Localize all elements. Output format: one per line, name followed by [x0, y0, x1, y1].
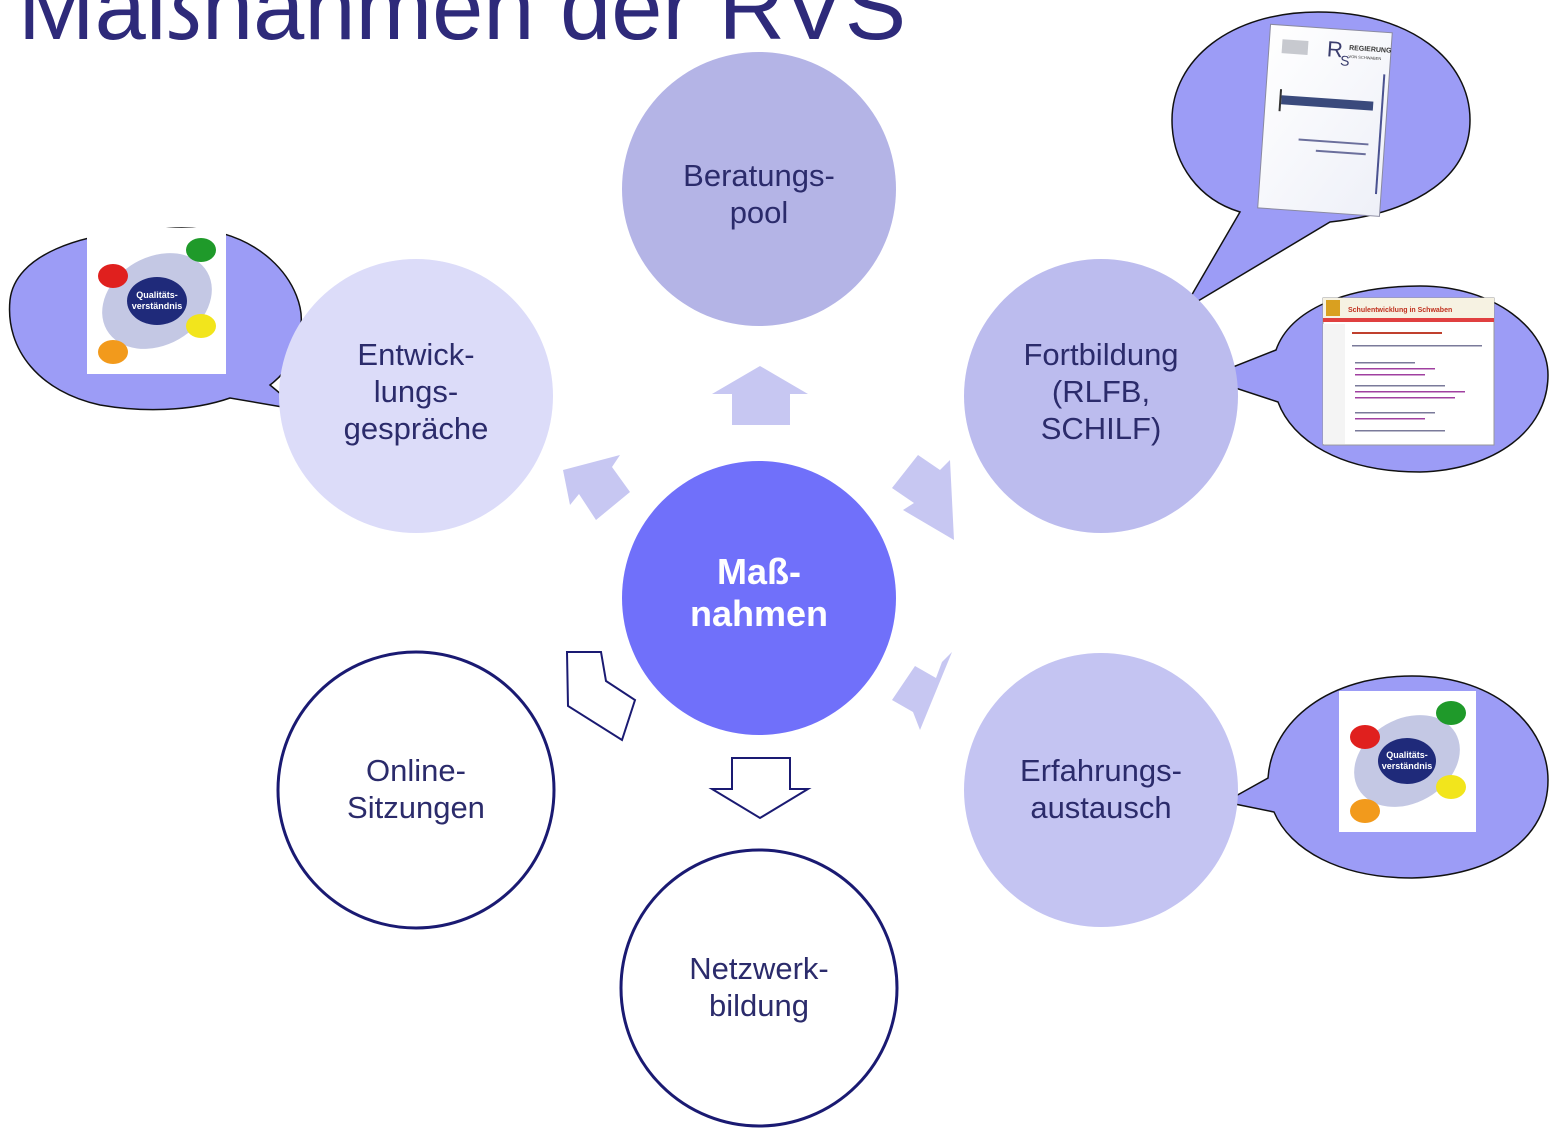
- website-text-line: [1355, 362, 1415, 364]
- website-sidebar: [1323, 324, 1345, 444]
- website-text-line: [1355, 391, 1465, 393]
- quality-label-2: verständnis: [1382, 761, 1433, 771]
- quality-label-2: verständnis: [132, 301, 183, 311]
- callout-fortbildung-document: R S REGIERUNG VON SCHWABEN: [1171, 11, 1471, 311]
- document-logo-line1: REGIERUNG: [1349, 45, 1392, 55]
- document-logo-s: S: [1340, 52, 1350, 69]
- node-entwicklung-line1: Entwick-: [357, 337, 474, 372]
- document-title-bar: [1281, 95, 1374, 111]
- quality-label-1: Qualitäts-: [136, 290, 178, 300]
- quality-core: [1378, 738, 1436, 784]
- node-beratungspool-line1: Beratungs-: [683, 158, 835, 193]
- website-text-line: [1355, 385, 1445, 387]
- node-erfahrungsaustausch: [964, 653, 1238, 927]
- node-netzwerk-line1: Netzwerk-: [689, 951, 829, 986]
- node-fortbildung-line3: SCHILF): [1041, 411, 1162, 446]
- website-text-line: [1355, 374, 1425, 376]
- document-page: [1257, 23, 1393, 217]
- node-fortbildung-line1: Fortbildung: [1023, 337, 1178, 372]
- quality-graphic-left: Qualitäts- verständnis: [87, 228, 226, 374]
- document-side-bar: [1374, 74, 1386, 195]
- website-text-line: [1355, 418, 1425, 420]
- node-online-line2: Sitzungen: [347, 790, 485, 825]
- green-ball-icon: [186, 238, 216, 262]
- website-text-line: [1355, 430, 1445, 432]
- arrow-down: [708, 757, 812, 820]
- website-text-line: [1355, 368, 1435, 370]
- arrow-lower-left: [565, 651, 637, 742]
- node-beratungspool: [622, 52, 896, 326]
- website-text-line: [1352, 332, 1442, 334]
- node-entwicklungsgespraeche: [279, 259, 553, 533]
- node-center-line1: Maß-: [717, 551, 801, 592]
- quality-core: [127, 277, 187, 325]
- node-online-line1: Online-: [366, 753, 466, 788]
- node-entwicklung-line2: lungs-: [374, 374, 458, 409]
- website-crest-icon: [1326, 300, 1340, 316]
- node-netzwerkbildung: [619, 848, 899, 1128]
- orange-ball-icon: [98, 340, 128, 364]
- website-page: [1322, 297, 1495, 446]
- red-ball-icon: [98, 264, 128, 288]
- node-fortbildung-line2: (RLFB,: [1052, 374, 1150, 409]
- website-text-line: [1355, 412, 1435, 414]
- quality-label-1: Qualitäts-: [1386, 750, 1428, 760]
- arrow-up: [712, 366, 808, 425]
- callout-erfahrungsaustausch: Qualitäts- verständnis: [1222, 675, 1549, 879]
- arrow-upper-right: [892, 455, 954, 540]
- node-erfahrung-line2: austausch: [1030, 790, 1171, 825]
- document-line-2: [1315, 149, 1366, 156]
- website-text-line: [1355, 397, 1455, 399]
- arrow-upper-left: [563, 455, 630, 520]
- document-stamp: [1281, 39, 1309, 55]
- yellow-ball-icon: [186, 314, 216, 338]
- website-header: [1323, 298, 1494, 318]
- website-thumbnail: Schulentwicklung in Schwaben: [1322, 297, 1495, 446]
- document-line-1: [1298, 138, 1369, 146]
- green-ball-icon: [1436, 701, 1466, 725]
- yellow-ball-icon: [1436, 775, 1466, 799]
- document-logo-line2: VON SCHWABEN: [1348, 54, 1381, 61]
- website-nav-bar: [1323, 318, 1494, 322]
- document-thumbnail: R S REGIERUNG VON SCHWABEN: [1257, 23, 1393, 217]
- website-text-line: [1352, 345, 1482, 347]
- arrow-lower-right: [892, 652, 952, 730]
- red-ball-icon: [1350, 725, 1380, 749]
- callout-entwicklung: Qualitäts- verständnis: [8, 227, 303, 412]
- orange-ball-icon: [1350, 799, 1380, 823]
- website-header-title: Schulentwicklung in Schwaben: [1348, 307, 1452, 314]
- document-logo-rs: R: [1326, 36, 1344, 62]
- callout-fortbildung-website: Schulentwicklung in Schwaben: [1202, 285, 1549, 473]
- node-center: [622, 461, 896, 735]
- node-center-line2: nahmen: [690, 593, 828, 634]
- node-beratungspool-line2: pool: [730, 195, 789, 230]
- node-entwicklung-line3: gespräche: [344, 411, 489, 446]
- document-bracket: [1278, 89, 1283, 112]
- node-netzwerk-line2: bildung: [709, 988, 809, 1023]
- quality-graphic-right: Qualitäts- verständnis: [1339, 691, 1476, 832]
- node-online-sitzungen: [276, 650, 556, 930]
- node-fortbildung: [964, 259, 1238, 533]
- page-title: Maßnahmen der RVS: [18, 0, 907, 59]
- node-erfahrung-line1: Erfahrungs-: [1020, 753, 1182, 788]
